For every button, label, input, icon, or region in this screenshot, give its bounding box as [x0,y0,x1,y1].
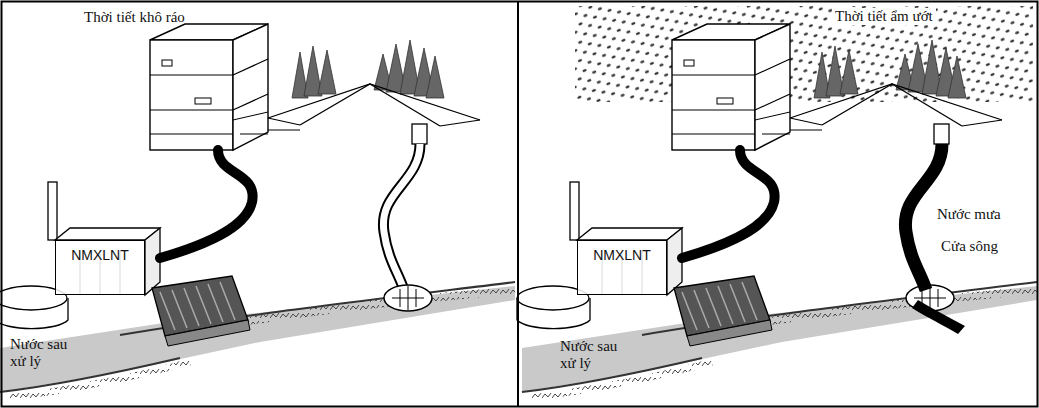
text-label: Nước sau xử lý [560,338,626,372]
text-label: Nước mưa [934,206,1004,223]
wet-weather-scene [517,24,1037,398]
text-label: Thời tiết ẩm ướt [832,8,936,25]
text-label: Nước sau xử lý [10,336,76,370]
node-text: NMXLNT [56,247,144,263]
plant-building: NMXLNT [55,240,145,295]
plant-building: NMXLNT [577,240,667,295]
rain [575,6,1033,102]
overflow-discharge [912,300,965,334]
text-label: Cửa sông [938,238,1001,255]
node-text: NMXLNT [578,247,666,263]
panel-divider [517,1,519,407]
text-label: Thời tiết khô ráo [84,9,185,26]
dry-weather-scene [0,24,515,398]
